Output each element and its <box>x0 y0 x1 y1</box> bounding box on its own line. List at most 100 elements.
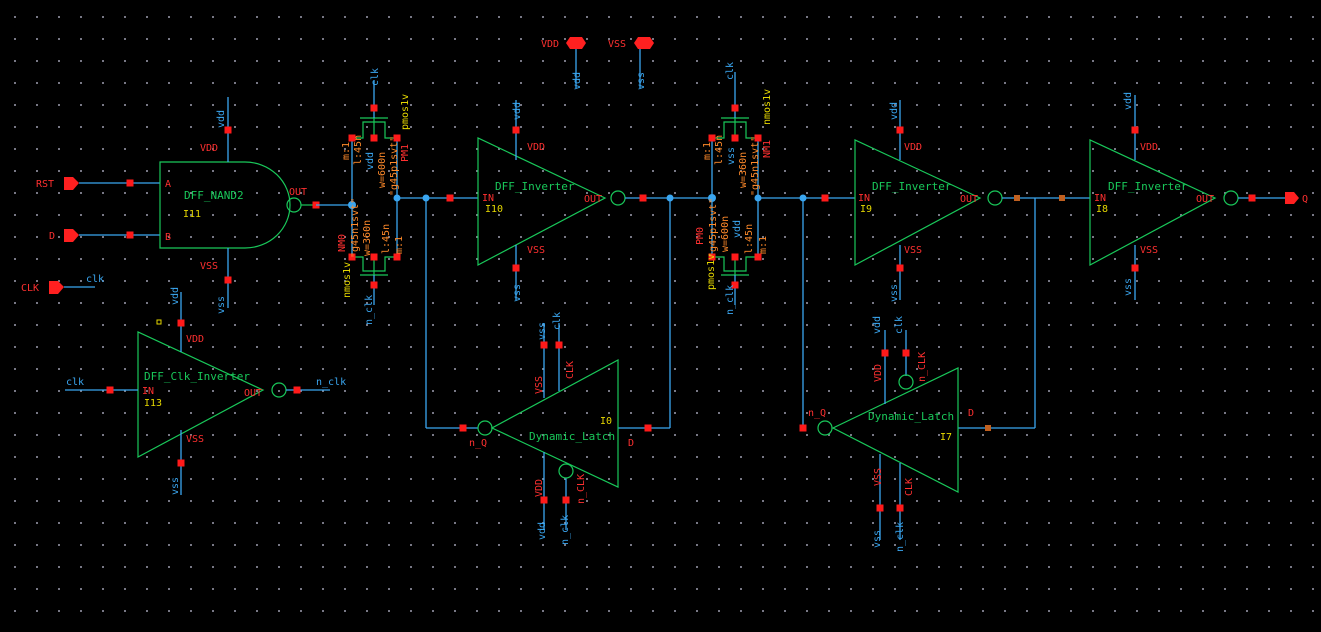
device-name: PM0 <box>695 227 706 245</box>
pin-label: OUT <box>289 187 307 198</box>
nmos-nm0[interactable]: n_clk nmos1v NM0 "g45n1svt" w=360n l:45n… <box>337 198 405 325</box>
pin-label: OUT <box>1196 194 1214 205</box>
net-label: vdd <box>512 102 523 120</box>
param: m:1 <box>758 236 769 254</box>
net-label: clk <box>86 274 104 285</box>
cell-name: DFF_Clk_Inverter <box>144 370 250 383</box>
pin-label: CLK <box>904 478 915 496</box>
pin-label: VSS <box>534 376 545 394</box>
net-label: vss <box>872 530 883 548</box>
dynamic-latch-i7[interactable]: vdd clk vss n_clk VDD n_CLK VSS CLK n_Q … <box>808 316 991 552</box>
net-label: clk <box>66 377 84 388</box>
inverter-i9[interactable]: vdd vss VDD VSS IN OUT DFF_Inverter I9 <box>854 100 1003 302</box>
pin-label: B <box>165 232 171 243</box>
dynamic-latch-i0[interactable]: vss clk vdd n_clk VSS CLK VDD n_CLK n_Q … <box>459 312 652 545</box>
instance-name: I10 <box>485 204 503 215</box>
vdd-supply-pin[interactable]: VDD vdd <box>541 37 586 90</box>
instance-name: I0 <box>600 416 612 427</box>
device-name: NM1 <box>762 140 773 158</box>
pin-label: VSS <box>873 468 884 486</box>
pin-label: VSS <box>527 245 545 256</box>
param: l:45n <box>381 224 392 254</box>
pin-label: VSS <box>1140 245 1158 256</box>
model-name: nmos1v <box>342 262 353 298</box>
vss-supply-pin[interactable]: VSS vss <box>608 37 654 90</box>
d-input-pin[interactable]: D <box>49 229 160 242</box>
pin-label: n_CLK <box>576 474 587 504</box>
pin-label: OUT <box>584 194 602 205</box>
net-label: vss <box>726 147 737 165</box>
instance-name: I11 <box>183 209 201 220</box>
pin-label: VSS <box>200 261 218 272</box>
pin-label: IN <box>482 193 494 204</box>
pin-label: n_Q <box>808 408 826 419</box>
net-label: n_clk <box>316 377 346 388</box>
param: w=360n <box>738 152 749 188</box>
net-label: n_clk <box>560 515 571 545</box>
param: "g45n1svt" <box>350 198 361 258</box>
instance-name: I7 <box>940 432 952 443</box>
cell-name: Dynamic_Latch <box>868 410 954 423</box>
q-output-pin[interactable]: Q <box>1285 192 1308 205</box>
pmos-pm1[interactable]: clk pmos1v PM1 m:1 l:45n vdd w=600n "g45… <box>341 68 411 196</box>
param: l:45n <box>744 224 755 254</box>
cell-name: Dynamic_Latch <box>529 430 615 443</box>
net-label: vdd <box>889 102 900 120</box>
net-label: vdd <box>365 152 376 170</box>
inverter-i8[interactable]: vdd vss VDD VSS IN OUT DFF_Inverter I8 <box>1089 92 1239 300</box>
nand-gate-i11[interactable]: vdd vss VDD VSS A B OUT DFF_NAND2 I11 <box>159 97 320 314</box>
pin-label: RST <box>36 179 54 190</box>
param: "g45p1svt" <box>708 198 719 258</box>
clk-input-pin[interactable]: CLK clk <box>21 274 104 294</box>
cell-name: DFF_NAND2 <box>184 189 244 202</box>
param: w=600n <box>377 152 388 188</box>
model-name: nmos1v <box>762 89 773 125</box>
param: l:45n <box>353 135 364 165</box>
net-label: vdd <box>872 316 883 334</box>
pin-label: VDD <box>200 143 218 154</box>
pmos-pm0[interactable]: n_clk pmos1v PM0 "g45p1svt" w=600n vdd l… <box>695 198 769 315</box>
pin-label: n_CLK <box>917 352 928 382</box>
pin-label: A <box>165 179 171 190</box>
model-name: pmos1v <box>400 94 411 130</box>
net-label: vss <box>537 322 548 340</box>
param: w=360n <box>362 220 373 256</box>
net-label: clk <box>552 312 563 330</box>
net-label: clk <box>725 62 736 80</box>
net-label: vss <box>216 296 227 314</box>
param: "g45n1svt" <box>750 136 761 196</box>
rst-input-pin[interactable]: RST <box>36 177 160 190</box>
net-label: vss <box>636 72 647 90</box>
inverter-i10[interactable]: vdd vss VDD VSS IN OUT DFF_Inverter I10 <box>477 100 626 302</box>
param: m:1 <box>702 142 713 160</box>
pin-label: VDD <box>186 334 204 345</box>
cell-name: DFF_Inverter <box>495 180 575 193</box>
instance-name: I13 <box>144 398 162 409</box>
net-label: vss <box>889 284 900 302</box>
cell-name: DFF_Inverter <box>1108 180 1188 193</box>
device-name: NM0 <box>337 234 348 252</box>
net-label: n_clk <box>895 522 906 552</box>
net-label: vdd <box>170 287 181 305</box>
net-label: vss <box>1123 278 1134 296</box>
param: m:1 <box>341 142 352 160</box>
net-label: vdd <box>1123 92 1134 110</box>
param: l:45n <box>714 135 725 165</box>
pin-label: D <box>628 438 634 449</box>
net-label: vss <box>512 284 523 302</box>
pin-label: VDD <box>1140 142 1158 153</box>
cell-name: DFF_Inverter <box>872 180 952 193</box>
net-label: vss <box>170 477 181 495</box>
clk-inverter-i13[interactable]: clk n_clk vdd vss VDD VSS IN OUT DFF_Clk… <box>65 287 346 495</box>
pin-label: VSS <box>904 245 922 256</box>
pin-label: CLK <box>21 283 39 294</box>
net-label: vdd <box>732 220 743 238</box>
pin-label: VDD <box>534 479 545 497</box>
pin-label: IN <box>1094 193 1106 204</box>
nmos-nm1[interactable]: clk nmos1v NM1 m:1 l:45n vss w=360n "g45… <box>702 62 773 196</box>
net-label: clk <box>370 68 381 86</box>
instance-name: I8 <box>1096 204 1108 215</box>
vss-pin-label: VSS <box>608 39 626 50</box>
pin-label: D <box>968 408 974 419</box>
